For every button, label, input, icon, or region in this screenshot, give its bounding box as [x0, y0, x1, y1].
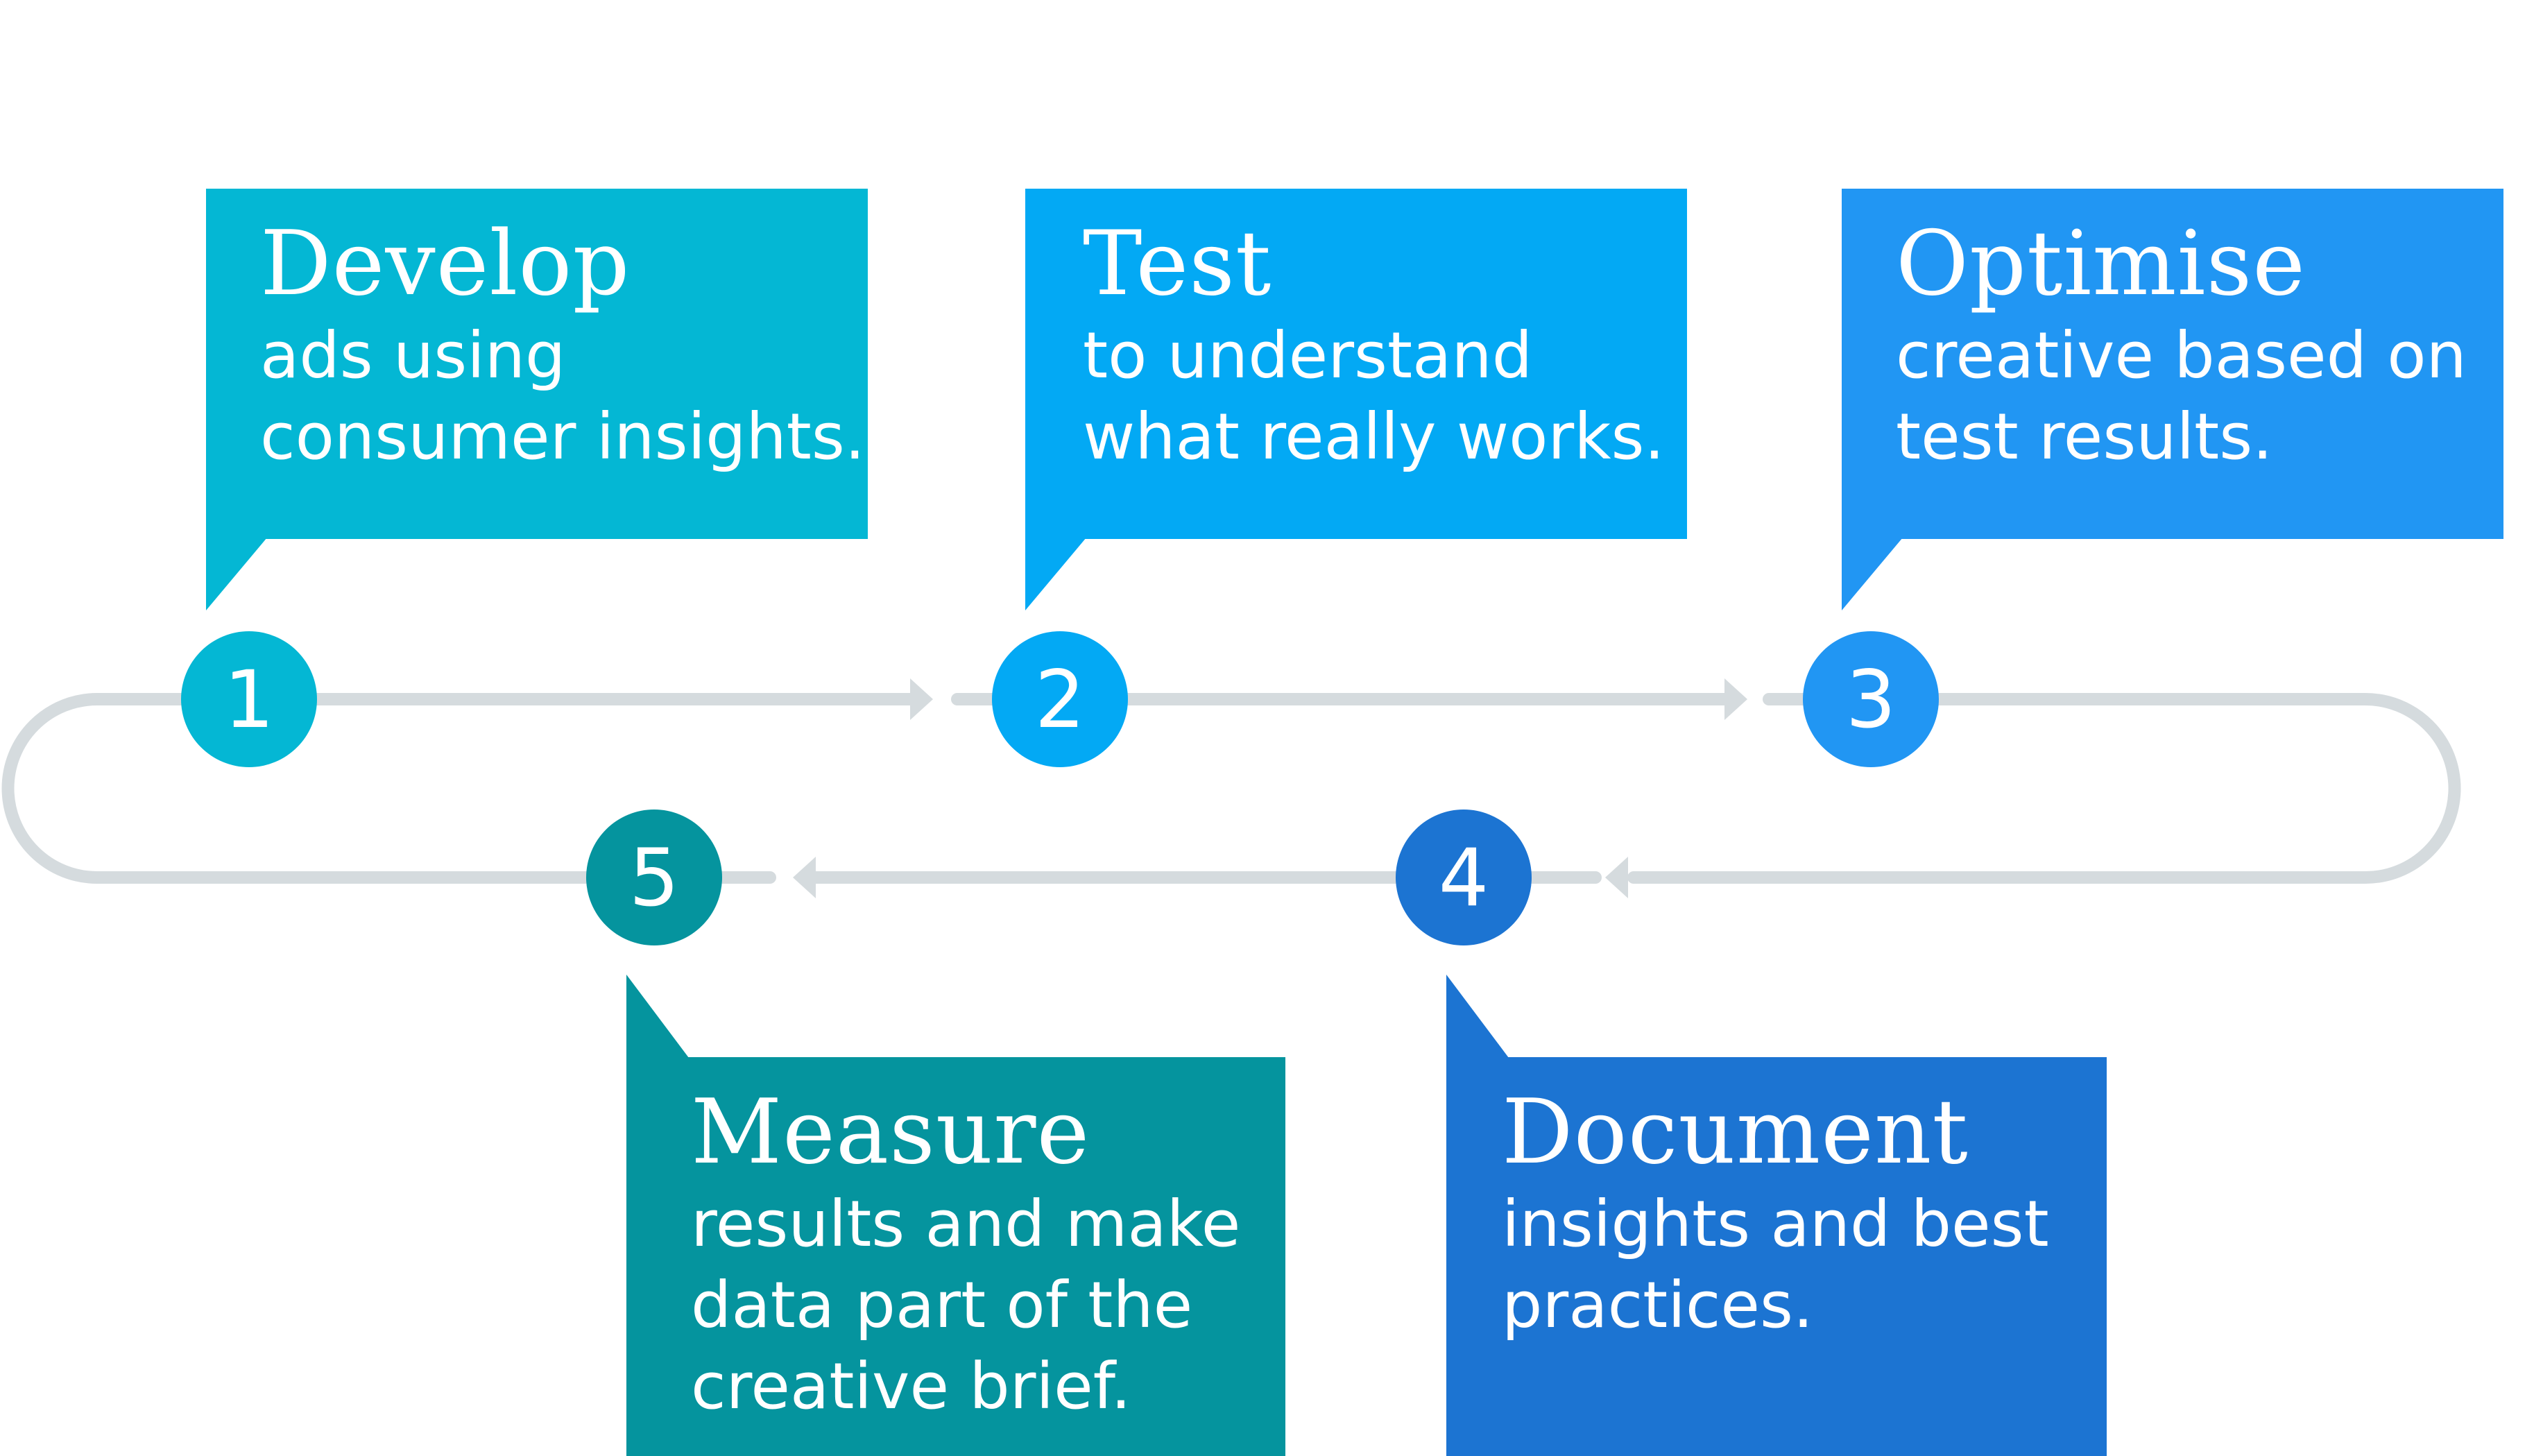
callout-document: Document insights and best practices. [1446, 1057, 2107, 1456]
arrow-right-icon [1724, 678, 1747, 720]
callout-description: results and make data part of the creati… [691, 1187, 1241, 1424]
step-markers: 1 2 3 4 5 [181, 631, 1939, 945]
step-number: 1 [224, 653, 275, 746]
step-marker-5: 5 [586, 810, 722, 945]
arrow-left-icon [793, 857, 816, 898]
step-number: 2 [1035, 653, 1086, 746]
callout-tail-develop [206, 538, 267, 610]
arrow-left-icon [1605, 857, 1628, 898]
step-circle [1396, 810, 1532, 945]
callout-title: Optimise [1896, 212, 2306, 316]
step-circle [992, 631, 1128, 767]
callout-tail-test [1025, 538, 1086, 610]
callout-tail-document [1446, 975, 1509, 1058]
callout-description: insights and best practices. [1502, 1187, 2049, 1343]
callout-description: ads using consumer insights. [260, 318, 866, 474]
step-marker-2: 2 [992, 631, 1128, 767]
step-circle [181, 631, 317, 767]
callout-develop: Develop ads using consumer insights. [206, 189, 868, 539]
track-top-right-and-bend [1627, 693, 2461, 884]
callout-description: creative based on test results. [1896, 318, 2467, 474]
callout-tails [206, 538, 1903, 1058]
step-marker-1: 1 [181, 631, 317, 767]
callout-title: Document [1502, 1081, 1969, 1184]
callout-title: Test [1083, 212, 1272, 316]
callout-description: to understand what really works. [1083, 318, 1665, 474]
callout-title: Measure [691, 1081, 1090, 1184]
step-number: 5 [629, 832, 680, 924]
track-loop [1, 693, 2461, 884]
track-bottom-left-and-bend [1, 693, 776, 884]
step-marker-3: 3 [1803, 631, 1939, 767]
step-number: 3 [1846, 653, 1897, 746]
callout-test: Test to understand what really works. [1025, 189, 1687, 539]
step-circle [586, 810, 722, 945]
callout-tail-measure [626, 975, 689, 1058]
step-marker-4: 4 [1396, 810, 1532, 945]
step-circle [1803, 631, 1939, 767]
callout-title: Develop [260, 212, 631, 316]
step-number: 4 [1439, 832, 1489, 924]
callout-measure: Measure results and make data part of th… [626, 1057, 1285, 1456]
callout-tail-optimise [1842, 538, 1903, 610]
arrow-right-icon [910, 678, 933, 720]
callout-optimise: Optimise creative based on test results. [1842, 189, 2503, 539]
track-arrows [793, 678, 1747, 898]
